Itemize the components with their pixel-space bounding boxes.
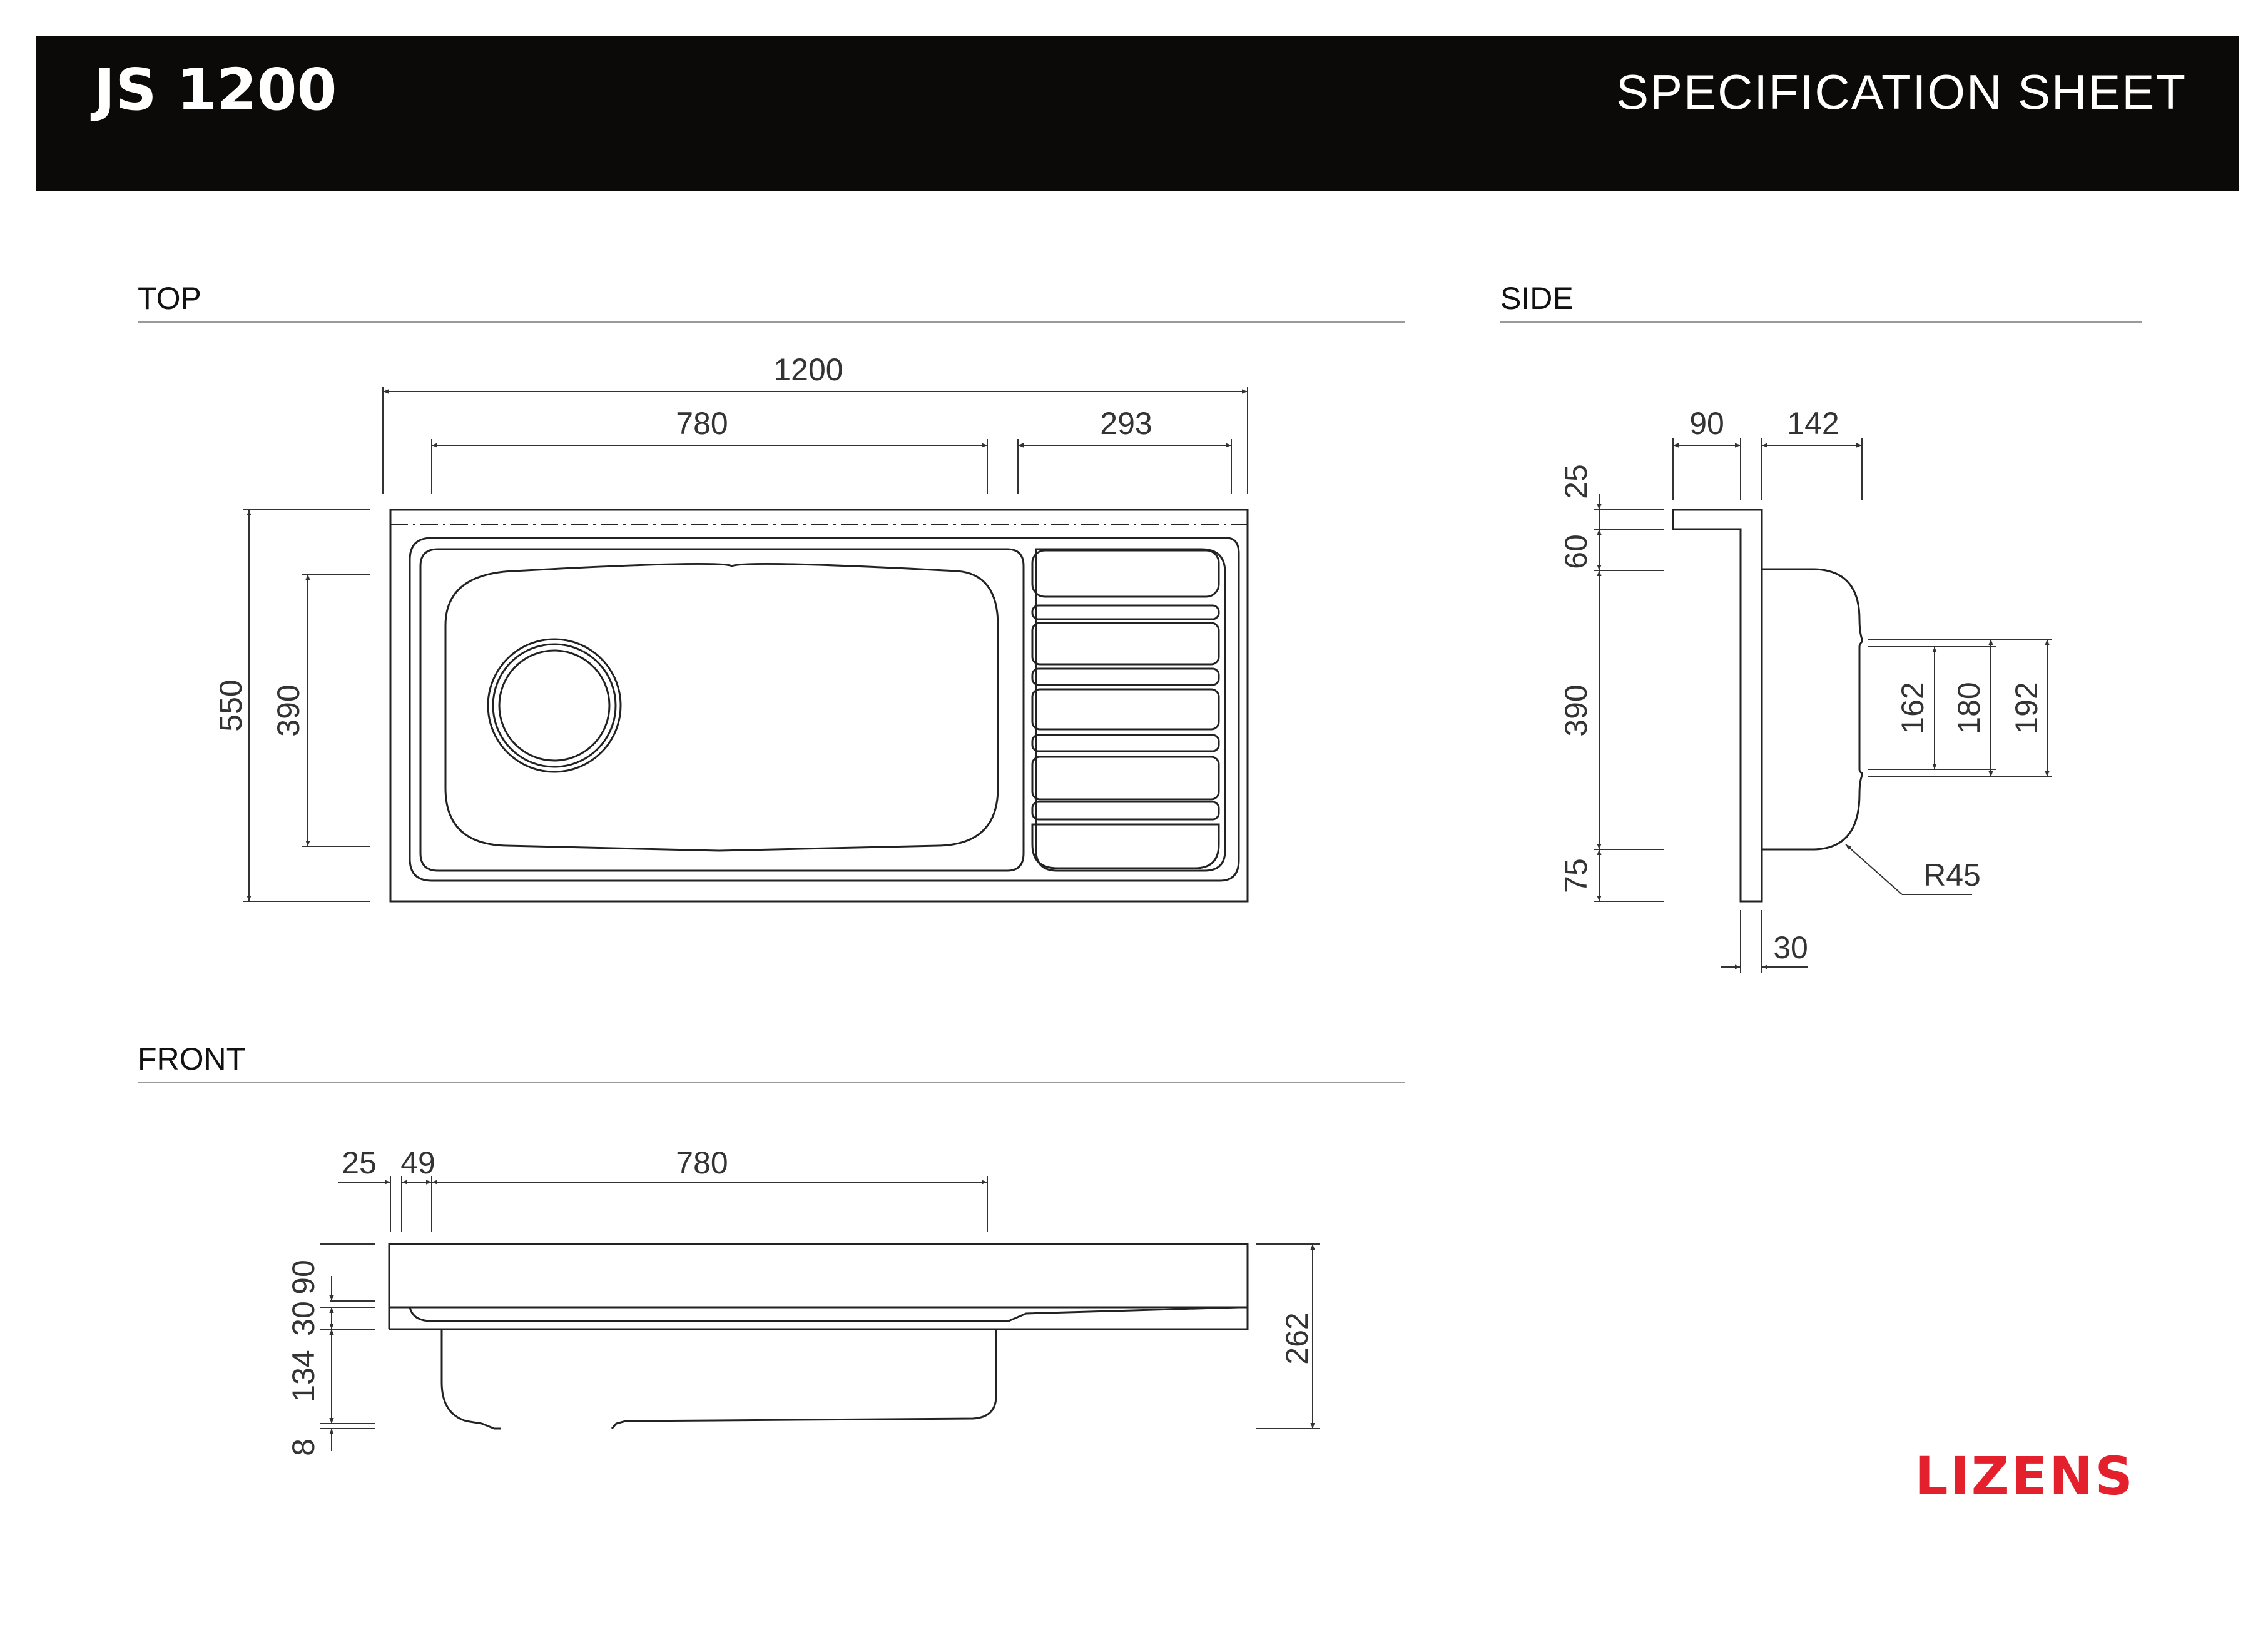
- front-bowl-right: [611, 1329, 997, 1429]
- top-inner-rim: [409, 537, 1240, 882]
- dim-front-25: 25: [342, 1145, 377, 1180]
- drainer-rib: [1031, 622, 1220, 666]
- front-view: [388, 1243, 1249, 1430]
- dim-side-25: 25: [1559, 464, 1594, 499]
- dim-bowl-depth: 390: [271, 684, 306, 736]
- dim-side-390: 390: [1559, 684, 1594, 736]
- side-dimensions: [1594, 438, 2052, 973]
- dim-front-30: 30: [286, 1301, 321, 1336]
- front-top-panel: [388, 1243, 1249, 1309]
- drain-outer: [487, 638, 622, 773]
- side-bowl-profile: [1762, 568, 1863, 851]
- dim-side-60: 60: [1559, 534, 1594, 569]
- section-rule-top: [138, 321, 1405, 323]
- top-view: [389, 509, 1249, 903]
- top-outline: [389, 509, 1249, 903]
- side-profile: [1672, 509, 1763, 903]
- dim-side-180: 180: [1951, 682, 1986, 734]
- section-label-front: FRONT: [138, 1041, 246, 1076]
- dim-side-162: 162: [1895, 682, 1930, 734]
- drainer-rib: [1031, 549, 1220, 598]
- bowl-rim: [419, 548, 1025, 872]
- dim-front-262: 262: [1279, 1312, 1315, 1364]
- dim-front-49: 49: [400, 1145, 435, 1180]
- section-rule-side: [1500, 321, 2142, 323]
- dim-front-780: 780: [676, 1145, 728, 1180]
- section-label-side: SIDE: [1500, 281, 1574, 316]
- drainer-rib: [1031, 756, 1220, 801]
- section-rule-front: [138, 1082, 1405, 1083]
- dim-side-142: 142: [1787, 406, 1839, 441]
- drain-middle: [492, 643, 617, 768]
- document-type: SPECIFICATION SHEET: [1616, 64, 2187, 119]
- dim-side-radius: R45: [1923, 858, 1981, 893]
- dim-front-134: 134: [286, 1350, 321, 1402]
- front-deck: [389, 1307, 1249, 1330]
- dim-overall-width: 1200: [773, 352, 843, 387]
- product-title: JS 1200: [94, 56, 337, 123]
- header-bar: [36, 36, 2239, 191]
- top-dimensions: [243, 387, 1248, 902]
- front-bowl-left: [440, 1329, 501, 1430]
- side-view: [1672, 509, 1863, 903]
- dim-drainer-width: 293: [1100, 406, 1152, 441]
- drainer-rib: [1031, 688, 1220, 731]
- dim-side-30: 30: [1773, 930, 1808, 965]
- dim-side-90: 90: [1689, 406, 1724, 441]
- front-dimensions: [320, 1176, 1320, 1451]
- drainer-rib: [1031, 823, 1220, 869]
- drainer-rib: [1031, 604, 1220, 620]
- drainer-rib: [1031, 801, 1220, 821]
- dim-front-90: 90: [286, 1260, 321, 1295]
- drainer-rib: [1031, 734, 1220, 752]
- section-label-top: TOP: [138, 281, 201, 316]
- dim-overall-depth: 550: [213, 679, 248, 731]
- dim-front-8: 8: [286, 1439, 321, 1456]
- dim-bowl-width: 780: [676, 406, 728, 441]
- drain-inner: [498, 649, 611, 762]
- front-inner-edge: [409, 1306, 1239, 1322]
- drainer-rib: [1031, 667, 1220, 686]
- dim-side-75: 75: [1559, 858, 1594, 893]
- brand-logo: LIZENS: [1915, 1445, 2135, 1507]
- dim-side-192: 192: [2009, 682, 2044, 734]
- bowl-basin: [444, 562, 999, 852]
